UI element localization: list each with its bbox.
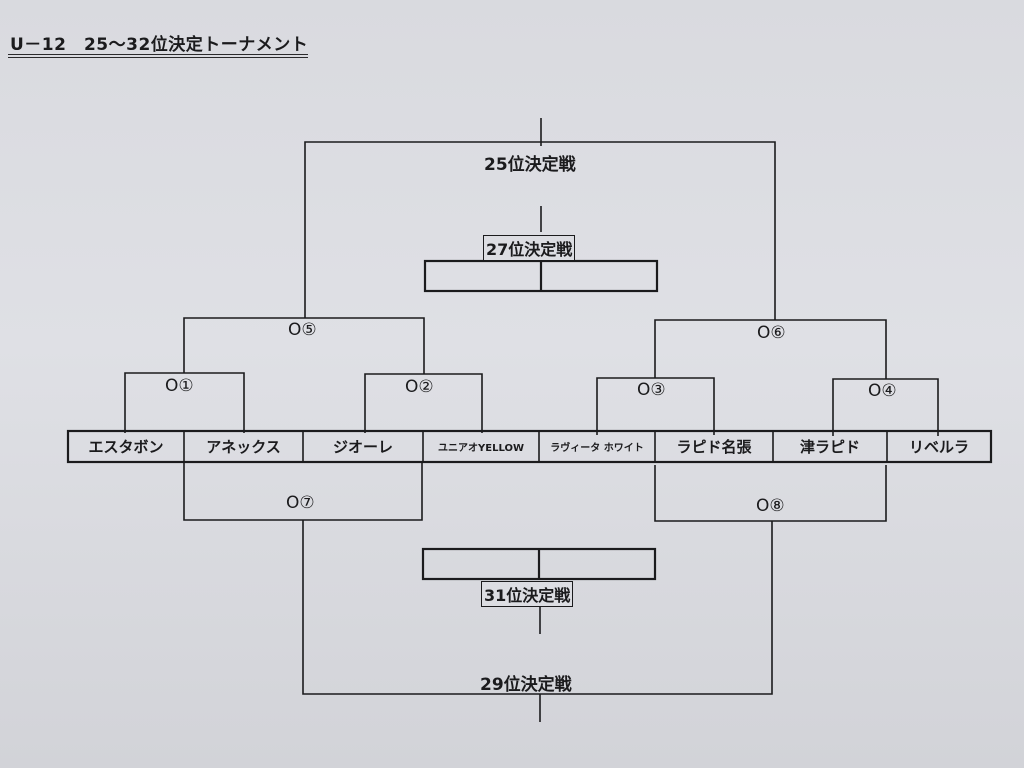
- title-underline-second: [8, 57, 308, 58]
- match-label-8: O⑧: [756, 496, 785, 516]
- bracket-match-1: [124, 372, 245, 433]
- team-cell: 津ラピド: [799, 438, 860, 456]
- label-31st-place: 31位決定戦: [480, 581, 574, 607]
- team-cell: ラピド名張: [676, 438, 752, 456]
- match-label-1: O①: [165, 376, 194, 396]
- label-25th-place: 25位決定戦: [484, 155, 576, 175]
- label-27th-place: 27位決定戦: [482, 235, 576, 261]
- team-row-frame: [66, 429, 993, 464]
- match-label-2: O②: [405, 377, 434, 397]
- team-cell: ジオーレ: [332, 438, 393, 456]
- bracket-match-8: [654, 465, 887, 522]
- team-cell: ラヴィータ ホワイト: [550, 443, 644, 454]
- team-cell: リベルラ: [908, 438, 969, 456]
- bracket-match-2: [364, 373, 483, 433]
- team-cell: アネックス: [206, 438, 281, 456]
- bracket-29th-place: [302, 520, 773, 695]
- match-label-4: O④: [868, 381, 897, 401]
- title-underline: [8, 54, 308, 55]
- bracket-match-4: [832, 378, 939, 436]
- match-label-6: O⑥: [757, 323, 786, 343]
- bracket-25th-place: [304, 141, 776, 320]
- match-label-7: O⑦: [286, 493, 315, 513]
- team-cell: エスタボン: [88, 438, 164, 456]
- team-cell: ユニアオYELLOW: [438, 443, 524, 454]
- bracket-match-6: [654, 319, 887, 379]
- bracket-match-5: [183, 317, 425, 374]
- match-label-3: O③: [637, 380, 666, 400]
- document-title: U－12 25～32位決定トーナメント: [10, 35, 309, 55]
- bracket-match-3: [596, 377, 715, 435]
- match-label-5: O⑤: [288, 320, 317, 340]
- label-29th-place: 29位決定戦: [480, 675, 572, 695]
